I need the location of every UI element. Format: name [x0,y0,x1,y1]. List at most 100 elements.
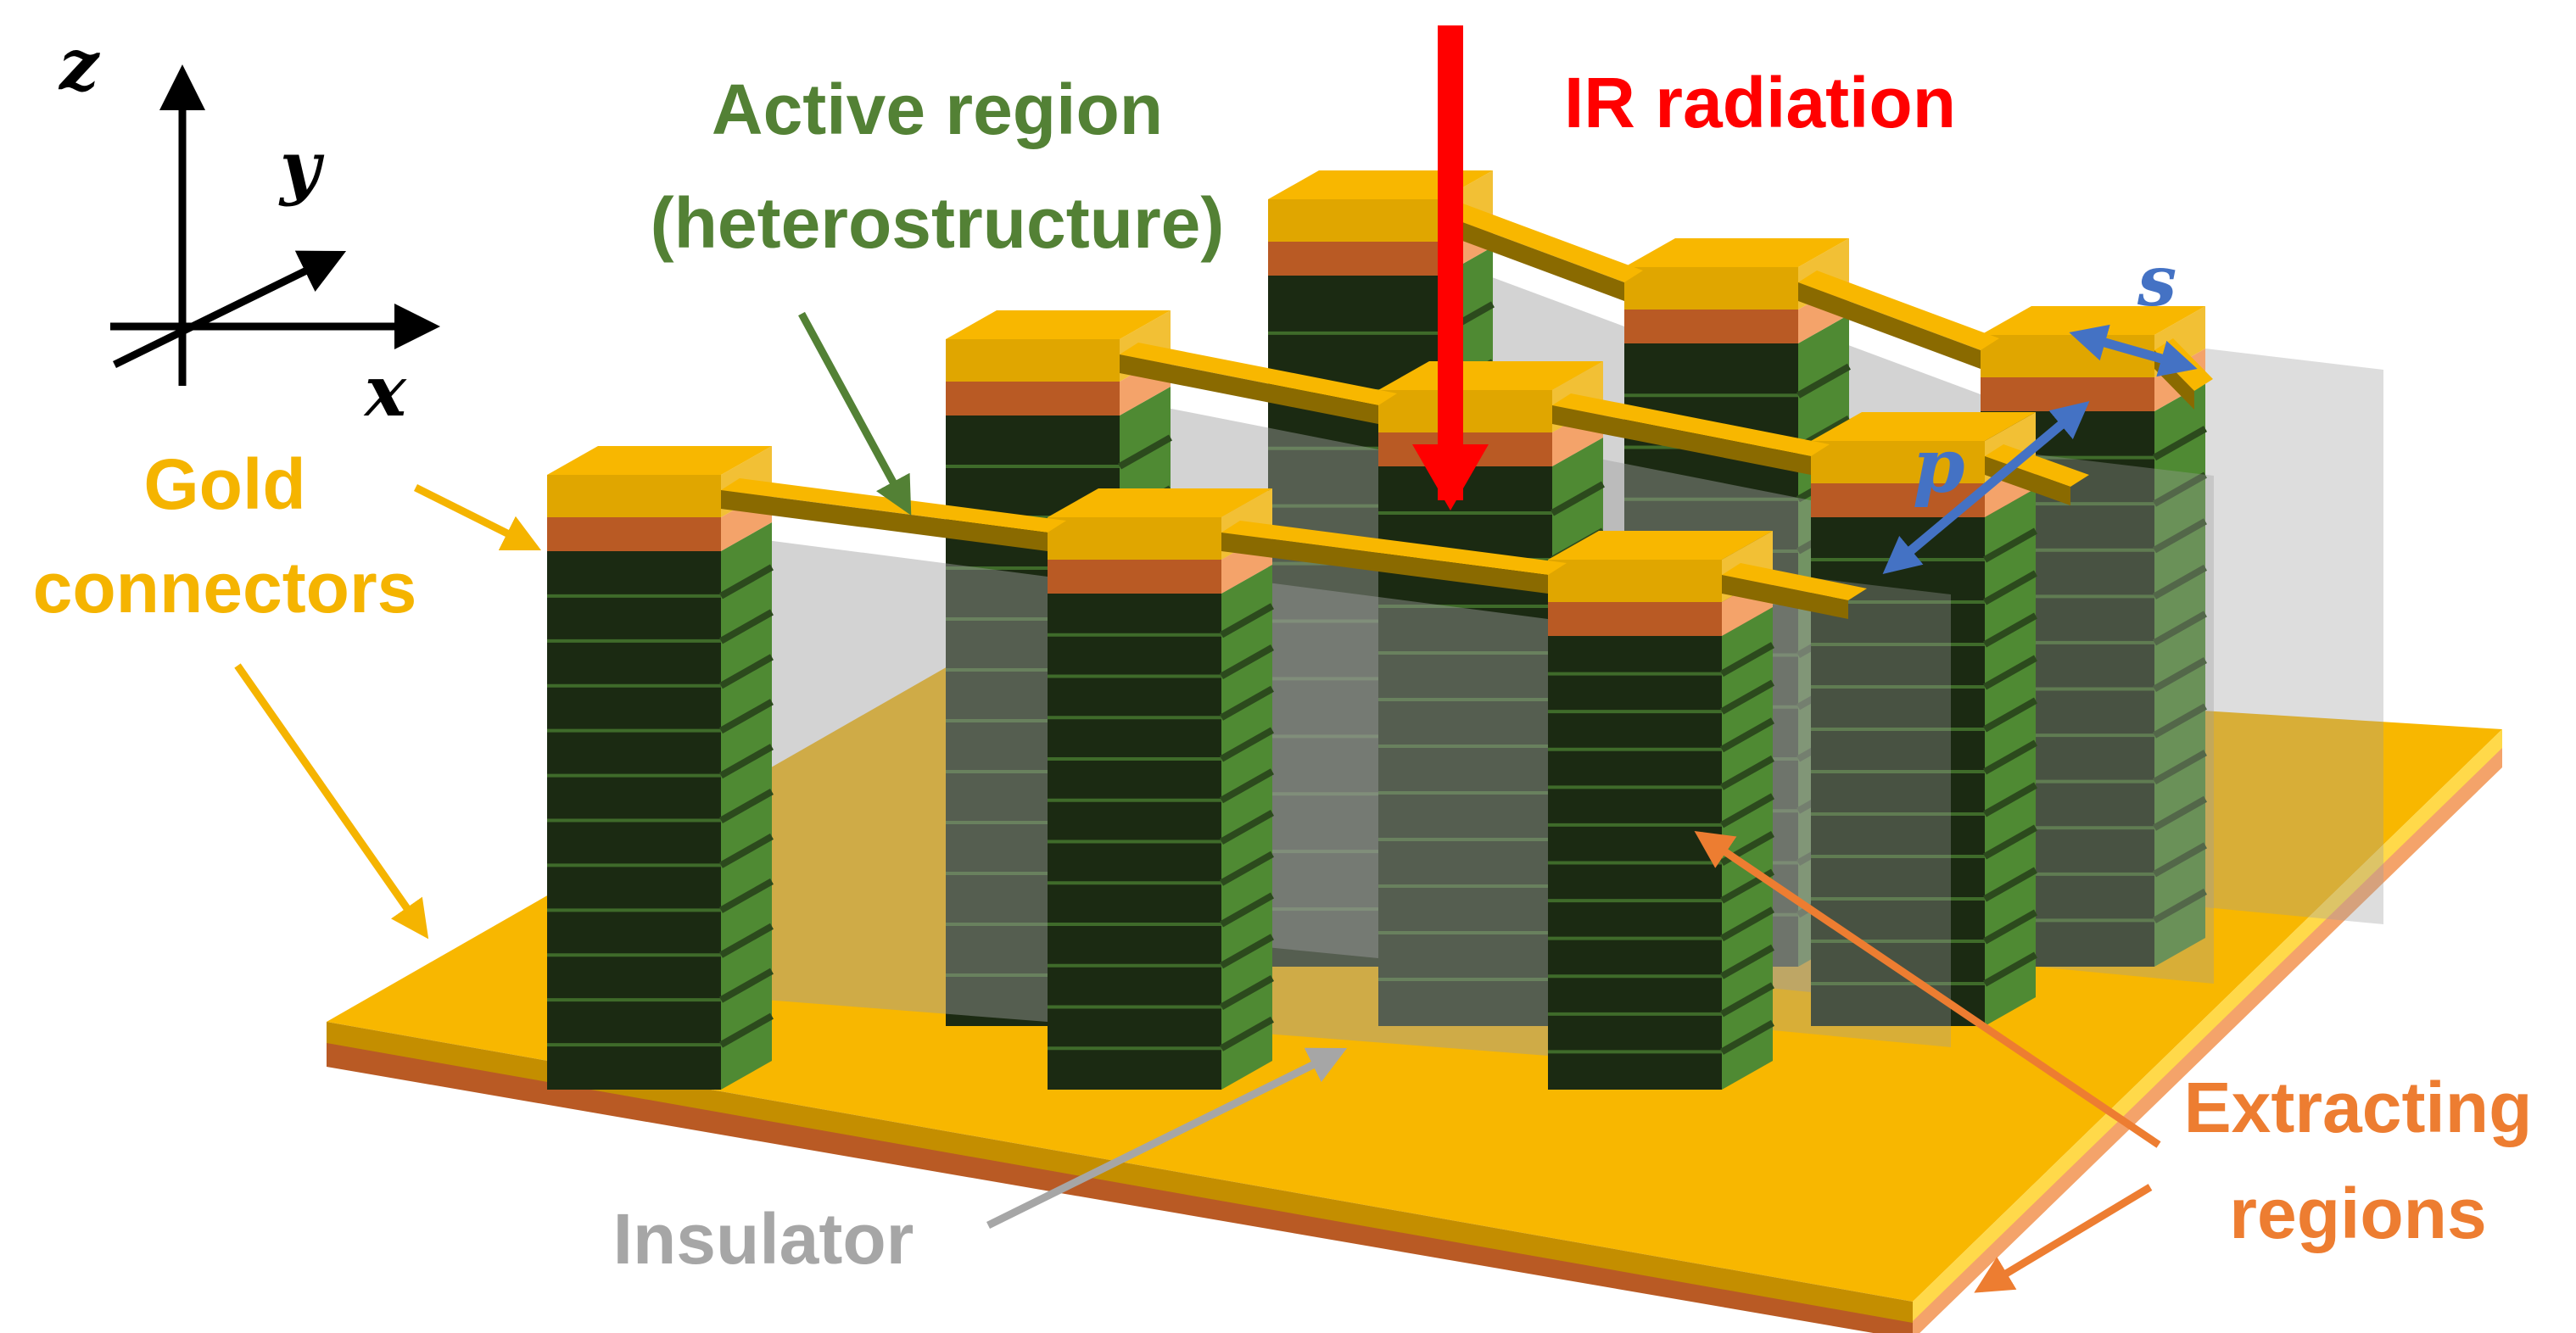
gold-cap-front [946,339,1120,382]
heterostructure-layer-side [719,609,774,644]
heterostructure-layer-side [719,833,774,868]
spacing-s-label: s [2137,241,2176,322]
gold-cap-front [547,475,721,517]
insulator-wall [721,534,1048,1022]
heterostructure-layer-side [719,744,774,779]
heterostructure-layer-side [1220,851,1274,886]
axis-label-z: z [58,25,100,106]
heterostructure-layer-side [1551,481,1605,516]
extracting-pointer-down [1974,1184,2153,1293]
heterostructure-layer-side [2153,703,2207,739]
heterostructure-layer-side [719,968,774,1003]
heterostructure-layer-side [719,789,774,823]
gold-connector-bar-front [1722,575,1848,619]
pillar-row [547,446,1951,1090]
heterostructure-layer-side [2153,471,2207,507]
axis-label-y: y [278,126,325,208]
base-right-edge-copper [1913,748,2502,1333]
gold-cap-front [1624,267,1798,310]
heterostructure-layer-side [1983,570,2037,605]
extracting-layer-front [1981,377,2154,411]
heterostructure-layer-side [719,699,774,734]
gold-cap-top [1548,531,1773,560]
heterostructure-layer-side [1220,603,1274,639]
heterostructure-layer-side [719,564,774,600]
heterostructure-layer-side [1983,909,2037,945]
extracting-layer-front [1268,242,1442,276]
heterostructure-layer-side [1983,612,2037,648]
insulator-pointer [986,1047,1348,1230]
extracting-layer-front [946,382,1120,416]
heterostructure-layer-side [1720,1019,1774,1055]
gold-cap-front [1548,560,1722,602]
spacing-s-arrow [2069,324,2198,377]
gold-connectors-label-line1: Gold [143,444,305,524]
extracting-layer-front [1548,602,1722,636]
gold-connector-bar-top [1722,563,1867,600]
gold-connectors-label-line2: connectors [33,548,417,627]
heterostructure-layer-side [1720,793,1774,828]
heterostructure-layer-side [2153,518,2207,554]
extracting-layer-front [1624,310,1798,343]
heterostructure-layer-side [1720,717,1774,753]
gold-cap-front [1048,517,1221,560]
insulator-wall [2205,349,2383,924]
heterostructure-layer-side [1118,434,1172,470]
heterostructure-layer-side [1220,644,1274,679]
gold-connector-bar-top [1221,521,1567,575]
heterostructure-layer-side [1720,755,1774,790]
heterostructure-layer-side [2153,888,2207,923]
extracting-pointer-up [1694,830,2161,1148]
gold-connector-bar-top [1442,203,1643,282]
heterostructure-layer-side [2153,426,2207,461]
pillar [1548,531,1774,1090]
heterostructure-layer-side [1983,739,2037,775]
insulator-wall [1221,577,1548,1056]
heterostructure-layer-side [1220,768,1274,804]
gold-connector-pointer-top [413,483,542,551]
heterostructure-layer-side [1220,975,1274,1010]
heterostructure-layer-side [719,878,774,913]
base-front-edge-copper [327,1043,1913,1333]
gold-connector-bar-top [1798,271,1999,350]
coordinate-axes: z y x [58,25,440,432]
heterostructure-layer-side [1720,944,1774,979]
gold-connector-bar-front [1442,215,1624,301]
heterostructure-layer-side [1220,892,1274,928]
gold-connector-bar-front [1552,405,1811,475]
active-region-pointer [798,311,912,516]
heterostructure-layer-side [719,923,774,958]
gold-connector-bar-front [1221,533,1548,594]
gold-cap-front [1378,390,1552,432]
heterostructure-layer-side [2153,611,2207,646]
active-region-label-line1: Active region [712,70,1163,149]
heterostructure-layer-side [1983,655,2037,690]
heterostructure-layer-side [1220,685,1274,721]
heterostructure-layer-side [1720,982,1774,1018]
heterostructure-layer-side [1220,810,1274,845]
gold-cap-top [547,446,772,475]
pillar [547,446,774,1090]
insulator-wall [1773,573,1951,1047]
extracting-regions-label-line1: Extracting [2184,1068,2533,1147]
period-p-arrow [1882,400,2090,575]
gold-connector-bar-front [1798,282,1981,369]
y-axis-arrow [113,250,347,369]
heterostructure-layer-side [1220,1016,1274,1051]
heterostructure-layer-side [719,654,774,689]
heterostructure-layer-side [2153,795,2207,831]
axis-label-x: x [363,351,407,432]
period-p-label: p [1913,421,1965,510]
heterostructure-layer-side [1796,363,1851,399]
gold-cap-top [1048,488,1272,517]
gold-cap-front [1268,199,1442,242]
heterostructure-layer-side [1983,951,2037,987]
heterostructure-layer-side [719,1012,774,1048]
pillar-rows [547,170,2383,1090]
heterostructure-layer-side [2153,564,2207,600]
heterostructure-layer-side [2153,750,2207,785]
ir-radiation-label: IR radiation [1564,63,1956,142]
gold-cap-top [1624,238,1849,267]
gold-cap-top [946,310,1171,339]
heterostructure-layer-side [1720,642,1774,678]
